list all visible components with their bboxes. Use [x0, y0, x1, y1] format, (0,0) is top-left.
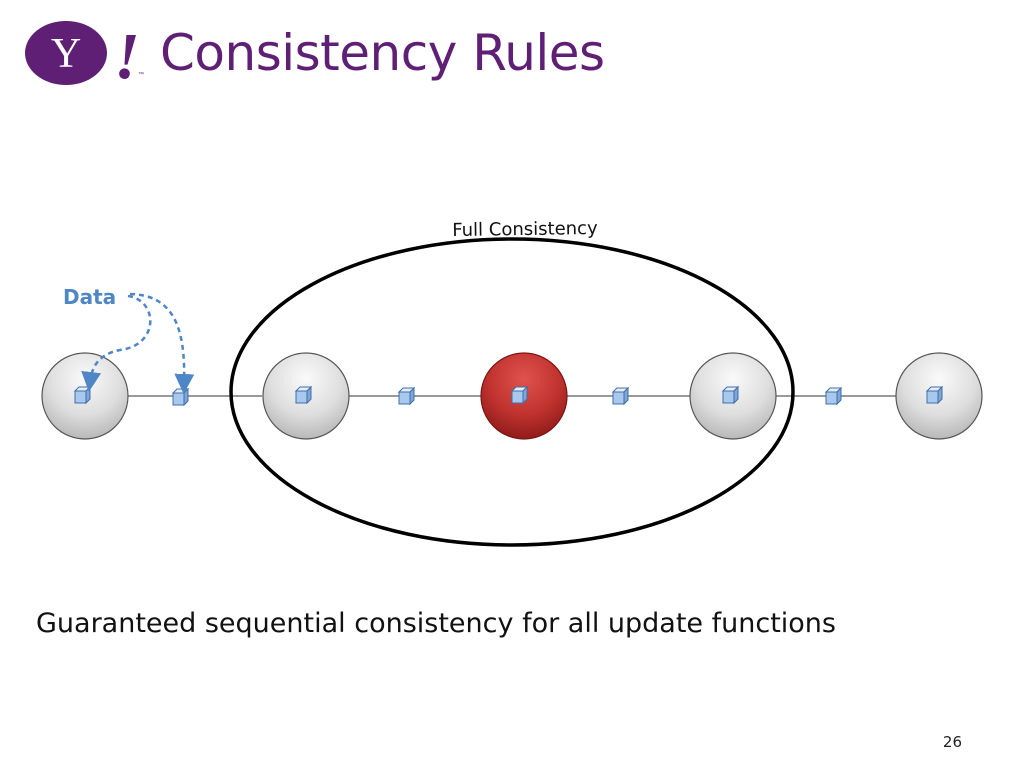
cube-icon — [74, 386, 91, 404]
cube-icon — [511, 386, 528, 404]
data-arrow — [81, 294, 152, 392]
yahoo-logo: Y ! ™ — [24, 18, 146, 93]
logo-exclamation: ! — [114, 20, 140, 88]
full-consistency-ellipse — [229, 237, 795, 547]
slide-number: 26 — [942, 733, 962, 751]
data-label: Data — [63, 285, 116, 309]
full-consistency-label: Full Consistency — [452, 218, 598, 241]
cube-icon — [612, 387, 629, 405]
cube-icon — [722, 386, 739, 404]
data-arrow — [129, 292, 195, 394]
slide-caption: Guaranteed sequential consistency for al… — [36, 608, 836, 639]
cube-icon — [398, 387, 415, 405]
cube-icon — [295, 386, 312, 404]
slide-title: Consistency Rules — [160, 24, 605, 82]
logo-trademark: ™ — [138, 71, 144, 78]
logo-oval — [25, 21, 107, 85]
cube-icon — [926, 386, 943, 404]
cube-icon — [825, 387, 842, 405]
cube-icon — [172, 388, 189, 406]
logo-letter: Y — [51, 31, 81, 77]
yahoo-logo-graphic: Y ! ™ — [25, 20, 144, 93]
